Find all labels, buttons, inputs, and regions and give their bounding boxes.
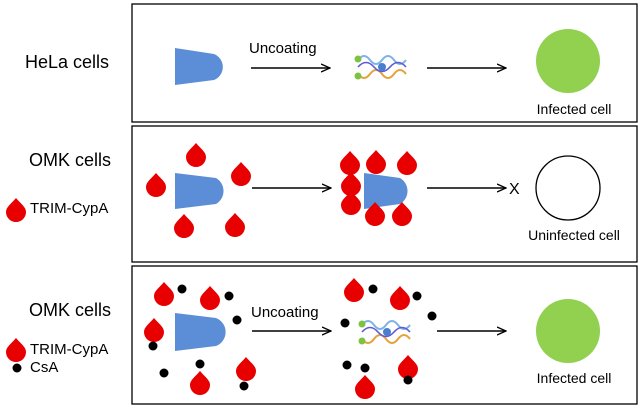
trim-cypa-csa-complex — [355, 363, 375, 399]
trim-cypa-csa-complex — [344, 278, 378, 302]
trim-cypa-csa-complex — [154, 282, 187, 306]
infected-cell — [536, 29, 600, 93]
viral-capsid — [175, 48, 223, 85]
csa-dot — [427, 311, 437, 321]
outcome-label: Uninfected cell — [528, 227, 620, 243]
panel-hela-frame — [131, 3, 638, 123]
trim-cypa-icon — [174, 214, 194, 238]
block-mark: X — [509, 181, 520, 198]
infected-cell — [536, 299, 600, 363]
panel-omk-title: OMK cells — [29, 150, 112, 170]
released-genome-icon — [358, 320, 411, 345]
panel-omk-frame — [131, 125, 638, 263]
trim-cypa-csa-complex — [390, 286, 422, 310]
viral-capsid — [175, 173, 224, 209]
panel-omk-csa-title: OMK cells — [29, 300, 112, 320]
legend-trim-cypa-icon — [6, 198, 26, 222]
csa-dot — [159, 368, 169, 378]
legend-trim-cypa-icon — [6, 338, 26, 362]
trim-cypa-csa-complex — [144, 318, 164, 351]
csa-dot — [340, 318, 350, 328]
outcome-label: Infected cell — [536, 101, 612, 117]
trim-cypa-csa-complex — [200, 286, 234, 310]
trim-cypa-icon — [392, 202, 412, 226]
trim-cypa-icon — [366, 150, 386, 174]
uninfected-cell — [535, 155, 601, 221]
legend-csa-label: CsA — [30, 359, 59, 376]
trim-cypa-icon — [146, 173, 166, 197]
trim-cypa-icon — [186, 143, 206, 167]
legend-csa-icon — [12, 363, 22, 373]
trim-cypa-icon — [397, 151, 417, 175]
panel-hela-title: HeLa cells — [25, 52, 110, 72]
trim-cypa-icon — [340, 151, 360, 175]
trim-cypa-csa-complex — [398, 355, 418, 385]
legend-trim-cypa-label: TRIM-CypA — [30, 341, 109, 358]
csa-dot — [232, 315, 242, 325]
released-genome-icon — [354, 55, 407, 80]
viral-capsid — [175, 313, 226, 351]
trim-cypa-icon — [225, 213, 245, 237]
step-label-uncoating: Uncoating — [249, 40, 317, 57]
trim-cypa-csa-complex — [190, 359, 210, 395]
step-label-uncoating: Uncoating — [251, 304, 319, 321]
legend-trim-cypa-label: TRIM-CypA — [30, 200, 109, 217]
trim-cypa-icon — [231, 162, 251, 186]
trim-cypa-csa-complex — [236, 357, 256, 391]
restricted-capsid — [364, 173, 408, 209]
trim-cypa-icon — [341, 191, 361, 215]
outcome-label: Infected cell — [536, 370, 612, 386]
panel-omk-csa-frame — [131, 265, 638, 405]
csa-dot — [342, 360, 352, 370]
